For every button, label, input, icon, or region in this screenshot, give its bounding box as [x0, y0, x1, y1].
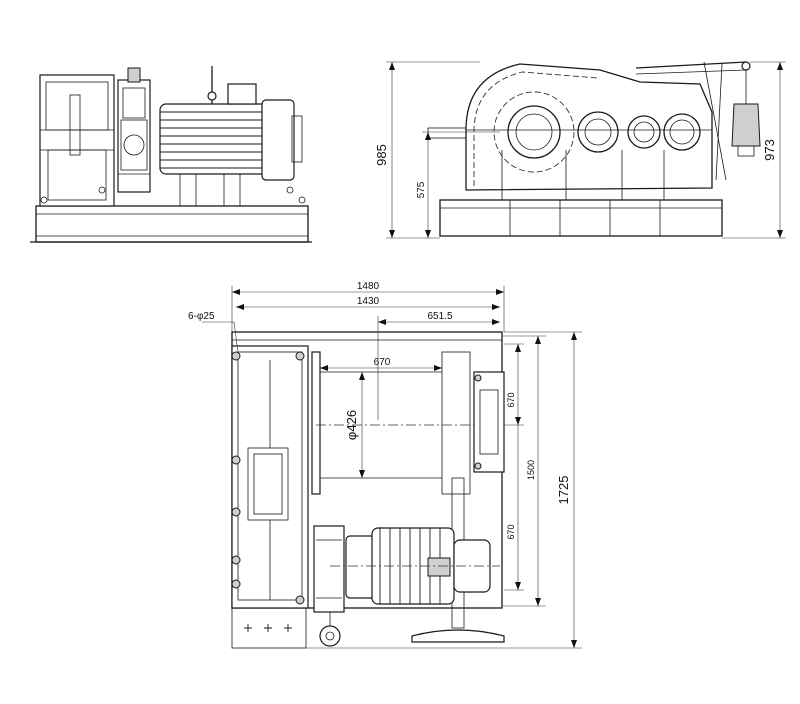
dim-670-lower: 670 — [506, 524, 516, 539]
dim-1725: 1725 — [556, 476, 571, 505]
dim-1430: 1430 — [357, 296, 380, 307]
dim-1480: 1480 — [357, 281, 380, 292]
plan-view — [231, 331, 505, 649]
dim-973: 973 — [762, 139, 777, 161]
front-elevation-view — [30, 66, 312, 243]
side-elevation-view — [427, 61, 761, 237]
dim-holes: 6-φ25 — [188, 311, 215, 322]
dim-651-5: 651.5 — [427, 311, 452, 322]
dim-985: 985 — [374, 144, 389, 166]
dim-1500: 1500 — [526, 460, 536, 480]
dim-670-upper: 670 — [506, 392, 516, 407]
dim-670-drum: 670 — [374, 357, 391, 368]
plan-view-dimensions: 1480 1430 651.5 6-φ25 670 φ426 670 670 — [188, 281, 582, 649]
dim-drum-diameter: φ426 — [344, 410, 359, 440]
side-view-dimensions: 985 575 973 — [374, 61, 786, 239]
dim-575: 575 — [416, 181, 427, 198]
